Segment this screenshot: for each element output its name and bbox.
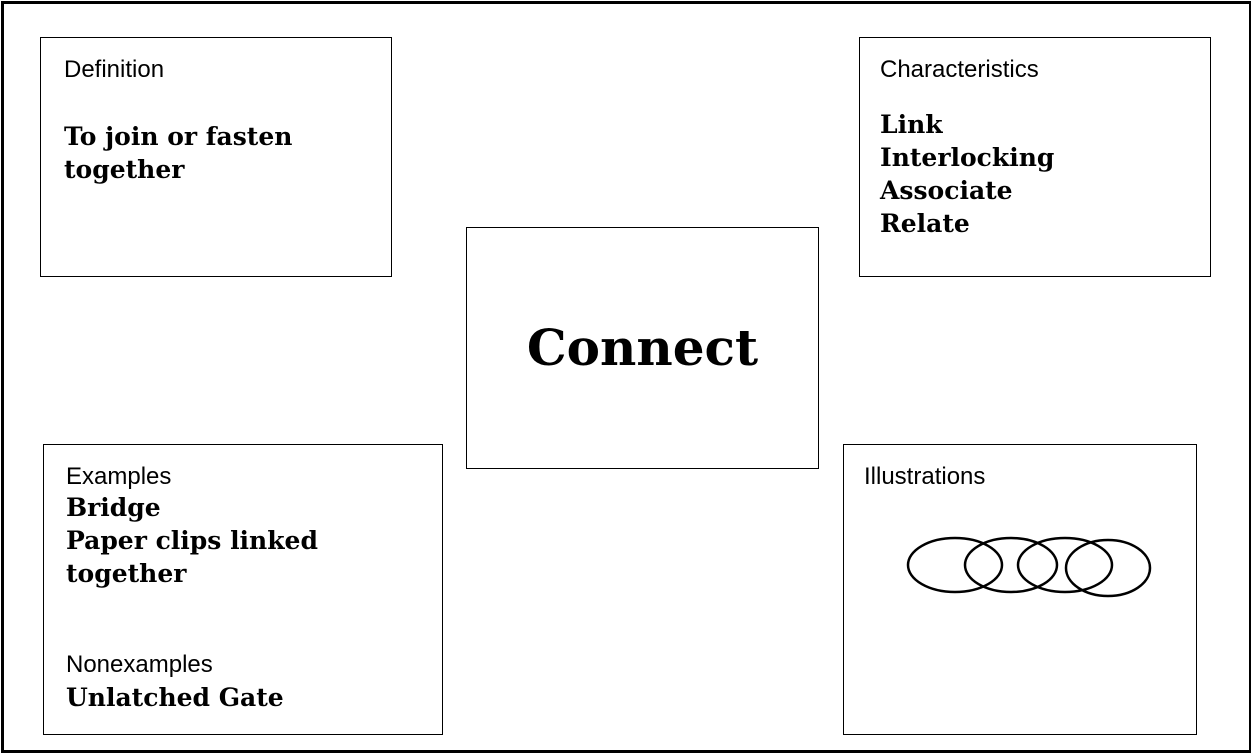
definition-box: Definition To join or fasten together (40, 37, 392, 277)
definition-text: To join or fasten together (64, 120, 292, 186)
examples-list: Bridge Paper clips linked together (66, 491, 318, 590)
definition-line: together (64, 155, 185, 184)
illustrations-heading: Illustrations (864, 463, 986, 490)
definition-line: To join or fasten (64, 122, 293, 151)
illustrations-box: Illustrations (843, 444, 1197, 735)
nonexamples-heading: Nonexamples (66, 651, 213, 678)
examples-heading: Examples (66, 463, 172, 490)
characteristics-item: Relate (880, 209, 970, 238)
examples-item: together (66, 559, 187, 588)
nonexamples-list: Unlatched Gate (66, 681, 284, 714)
interlocking-rings-icon (906, 536, 1152, 598)
nonexamples-item: Unlatched Gate (66, 683, 284, 712)
center-box: Connect (466, 227, 819, 469)
center-word: Connect (526, 318, 759, 377)
characteristics-item: Associate (880, 176, 1013, 205)
characteristics-box: Characteristics Link Interlocking Associ… (859, 37, 1211, 277)
characteristics-heading: Characteristics (880, 56, 1039, 83)
characteristics-item: Link (880, 110, 943, 139)
examples-item: Paper clips linked (66, 526, 318, 555)
characteristics-list: Link Interlocking Associate Relate (880, 108, 1054, 240)
definition-heading: Definition (64, 56, 165, 83)
examples-item: Bridge (66, 493, 161, 522)
characteristics-item: Interlocking (880, 143, 1055, 172)
examples-box: Examples Bridge Paper clips linked toget… (43, 444, 443, 735)
